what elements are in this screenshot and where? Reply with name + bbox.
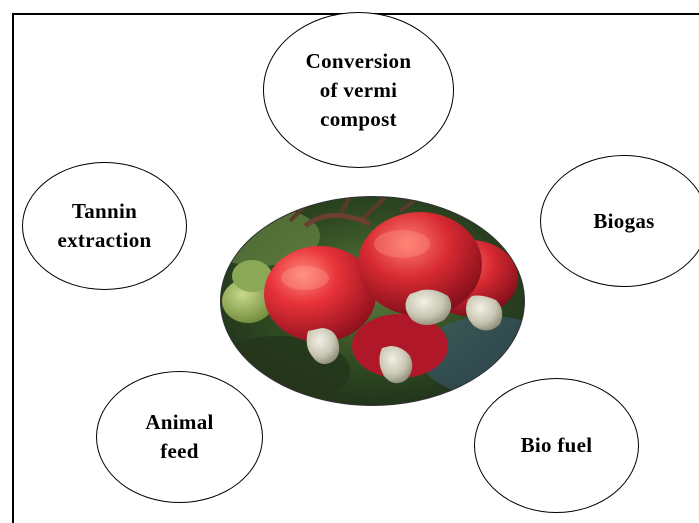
use-label-animal-feed: Animal feed bbox=[145, 408, 213, 466]
use-bubble-vermi-compost: Conversion of vermi compost bbox=[263, 12, 454, 168]
cashew-apple-photo bbox=[220, 196, 525, 406]
use-bubble-biogas: Biogas bbox=[540, 155, 699, 287]
use-label-bio-fuel: Bio fuel bbox=[521, 431, 593, 460]
use-label-vermi-compost: Conversion of vermi compost bbox=[306, 47, 412, 134]
use-label-biogas: Biogas bbox=[593, 207, 654, 236]
use-label-tannin-extraction: Tannin extraction bbox=[58, 197, 152, 255]
use-bubble-tannin-extraction: Tannin extraction bbox=[22, 162, 187, 290]
